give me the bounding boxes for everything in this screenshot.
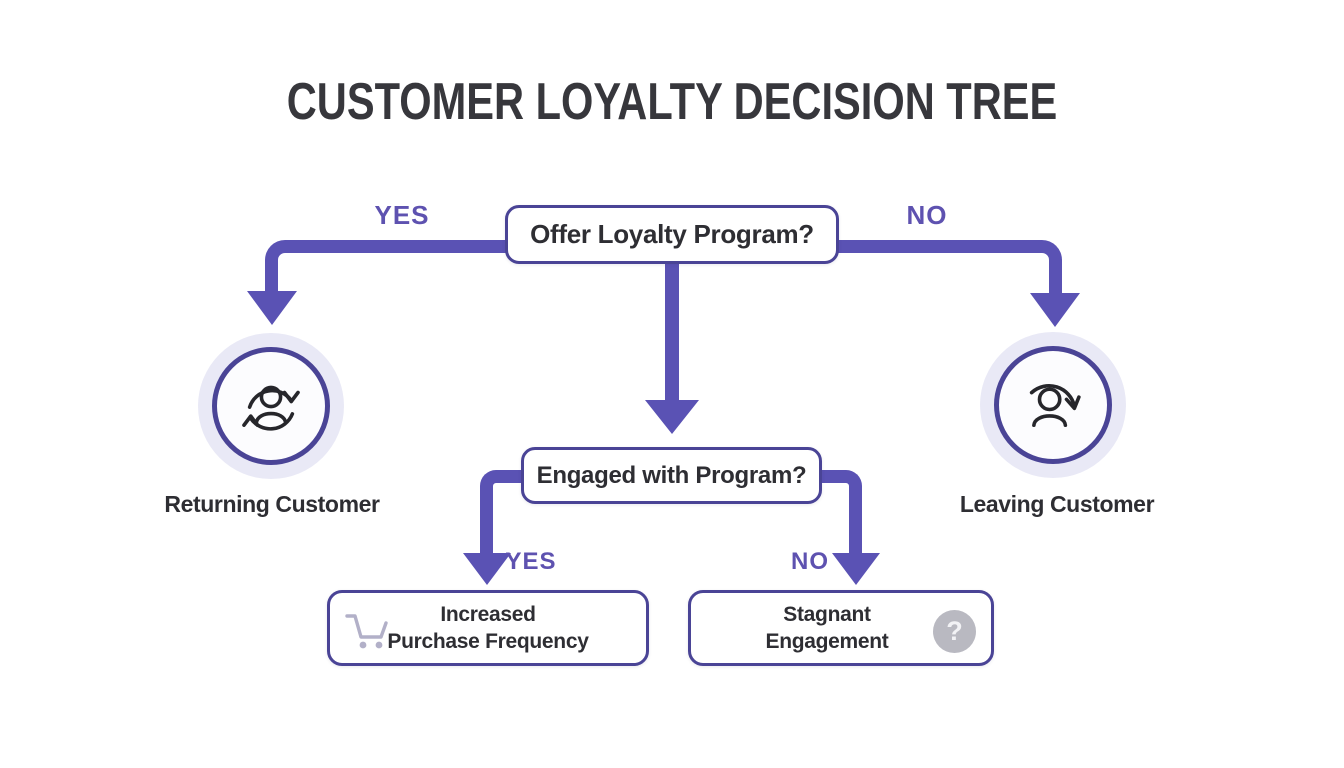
arrowhead-down-icon	[463, 553, 511, 585]
person-leaving-icon	[1029, 384, 1081, 428]
leaving-customer-ring	[994, 346, 1112, 464]
person-cycle-icon	[242, 385, 300, 431]
node-label-line2: Engagement	[765, 630, 889, 653]
leaving-customer-label: Leaving Customer	[959, 491, 1155, 517]
node-offer-loyalty-program: Offer Loyalty Program?	[505, 205, 839, 264]
branch-label-no: NO	[791, 548, 829, 575]
cart-icon	[343, 611, 393, 658]
node-label: Engaged with Program?	[536, 461, 807, 489]
page-title: CUSTOMER LOYALTY DECISION TREE	[286, 73, 1058, 131]
connector-engaged-no	[822, 470, 862, 556]
branch-label-yes: YES	[374, 200, 430, 230]
arrowhead-down-icon	[832, 553, 880, 585]
branch-label-no: NO	[906, 200, 948, 230]
returning-customer-label: Returning Customer	[164, 491, 380, 517]
branch-label-yes: YES	[505, 548, 557, 575]
node-label-line1: Increased	[440, 603, 536, 626]
question-icon: ?	[933, 610, 976, 653]
node-engaged-with-program: Engaged with Program?	[521, 447, 822, 504]
connector-engaged-yes	[480, 470, 522, 556]
connector-offer-no	[838, 240, 1062, 296]
connector-offer-engaged	[665, 263, 679, 403]
question-glyph: ?	[946, 616, 963, 646]
node-label: Offer Loyalty Program?	[530, 219, 814, 249]
connector-offer-yes	[265, 240, 507, 295]
node-increased-purchase-frequency: Increased Purchase Frequency	[327, 590, 649, 666]
arrowhead-down-icon	[1030, 293, 1080, 327]
node-label-line1: Stagnant	[783, 603, 871, 626]
arrowhead-down-icon	[247, 291, 297, 325]
node-label-line2: Purchase Frequency	[387, 630, 589, 653]
arrowhead-down-icon	[645, 400, 699, 434]
returning-customer-ring	[212, 347, 330, 465]
node-stagnant-engagement: Stagnant Engagement ?	[688, 590, 994, 666]
